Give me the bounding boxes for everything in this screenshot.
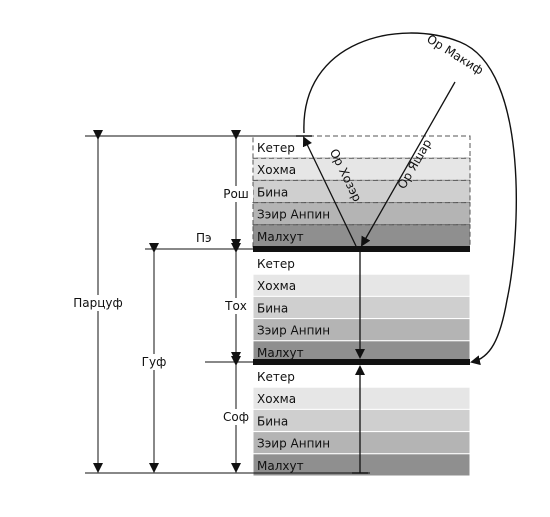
pe-label: Пэ — [196, 231, 212, 245]
sof-cell-label-2: Бина — [257, 414, 288, 428]
or-yashar-arrow — [361, 81, 456, 247]
or-hozer-arrow — [302, 136, 357, 247]
toch-cell-label-0: Кетер — [257, 257, 295, 271]
rosh-cell-label-1: Хохма — [257, 163, 296, 177]
screen-tabur — [253, 359, 470, 365]
toch-cell-label-4: Малхут — [257, 346, 304, 360]
toch-cell-label-2: Бина — [257, 301, 288, 315]
sof-label: Соф — [223, 410, 249, 424]
toch-cell-label-1: Хохма — [257, 279, 296, 293]
sof-cell-label-0: Кетер — [257, 370, 295, 384]
partsuf-label: Парцуф — [73, 296, 123, 310]
rosh-cell-label-4: Малхут — [257, 230, 304, 244]
toch-cell-label-3: Зэир Анпин — [257, 324, 330, 338]
sof-cell-label-3: Зэир Анпин — [257, 437, 330, 451]
sof-cell-label-4: Малхут — [257, 459, 304, 473]
rosh-cell-label-2: Бина — [257, 185, 288, 199]
screen-pe — [253, 246, 470, 252]
or-makif-arc — [303, 32, 517, 366]
rosh-label: Рош — [223, 187, 249, 201]
sof-cell-label-1: Хохма — [257, 392, 296, 406]
or-makif-label: Ор Макиф — [424, 32, 486, 78]
sof-cell-4 — [252, 453, 471, 477]
guf-label: Гуф — [142, 355, 167, 369]
rosh-cell-label-3: Зэир Анпин — [257, 208, 330, 222]
toch-label: Тох — [224, 299, 247, 313]
rosh-cell-label-0: Кетер — [257, 141, 295, 155]
